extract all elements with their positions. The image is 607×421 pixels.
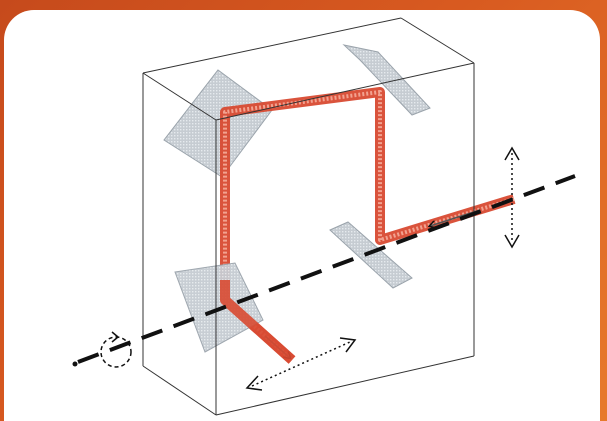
rotation-axis (77, 174, 576, 364)
double-arrow-diagonal-icon (245, 337, 357, 391)
mirror-top-right (342, 44, 431, 116)
box-front-edges (142, 62, 475, 416)
double-arrow-vertical-icon (504, 146, 520, 249)
mirror-top-left (163, 69, 273, 178)
laser-beam-front (220, 280, 296, 364)
laser-beam (220, 87, 516, 364)
axis-end-dot (72, 361, 78, 367)
mirror-middle-right (329, 221, 413, 289)
rotation-circle-icon (100, 331, 132, 368)
box-back-edges (142, 17, 475, 366)
figure-panel (4, 10, 600, 421)
